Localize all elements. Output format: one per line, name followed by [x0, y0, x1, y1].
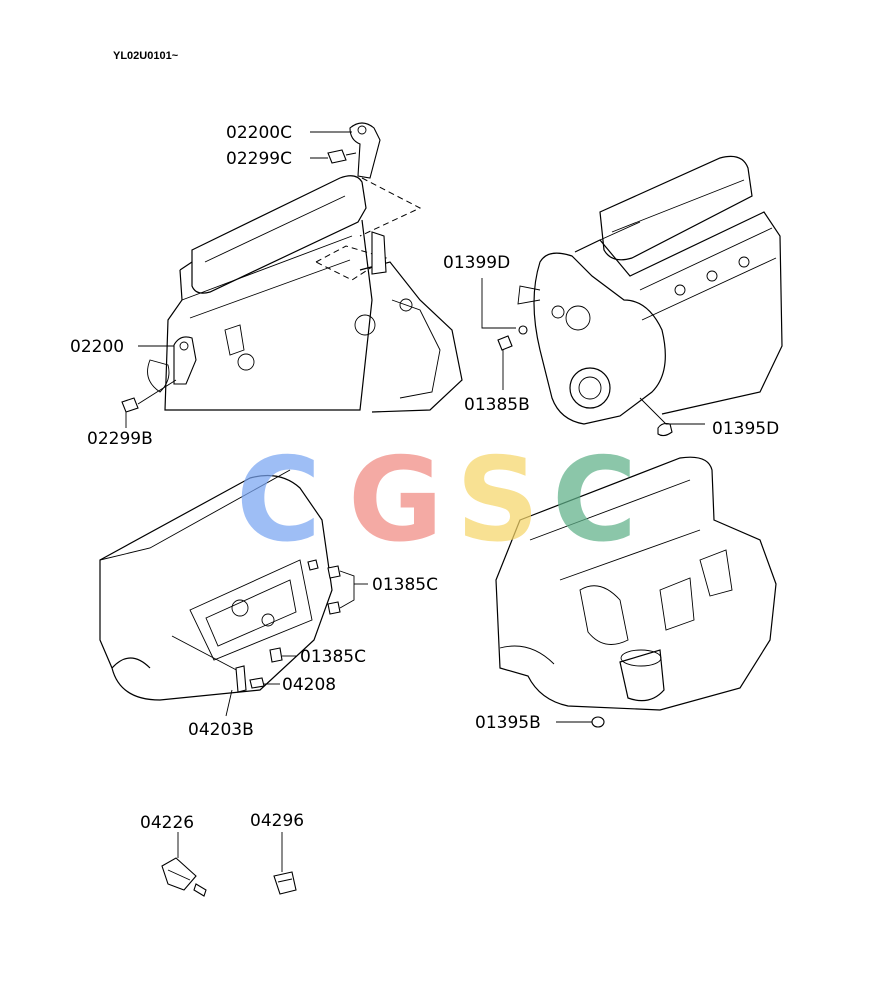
callout-01395B: 01395B: [475, 713, 541, 733]
callout-01399D: 01399D: [443, 253, 510, 273]
engine-rear-assembly: [121, 122, 463, 413]
cylinder-block-right: [495, 456, 777, 728]
callout-04226: 04226: [140, 813, 194, 833]
oil-pressure-switch: [161, 857, 207, 897]
engine-front-assembly: [497, 155, 783, 437]
callout-01385B: 01385B: [464, 395, 530, 415]
callout-01395D: 01395D: [712, 419, 779, 439]
callout-01385C-lower: 01385C: [300, 647, 366, 667]
leader-lines: [125, 131, 705, 872]
callout-02299C: 02299C: [226, 149, 292, 169]
callout-04296: 04296: [250, 811, 304, 831]
serial-range-label: YL02U0101~: [113, 50, 179, 62]
callout-04203B: 04203B: [188, 720, 254, 740]
cylinder-block-left: [99, 469, 341, 701]
callout-02299B: 02299B: [87, 429, 153, 449]
callout-02200C: 02200C: [226, 123, 292, 143]
callout-02200: 02200: [70, 337, 124, 357]
sender-fitting: [273, 871, 297, 895]
callout-01385C-upper: 01385C: [372, 575, 438, 595]
callout-04208: 04208: [282, 675, 336, 695]
